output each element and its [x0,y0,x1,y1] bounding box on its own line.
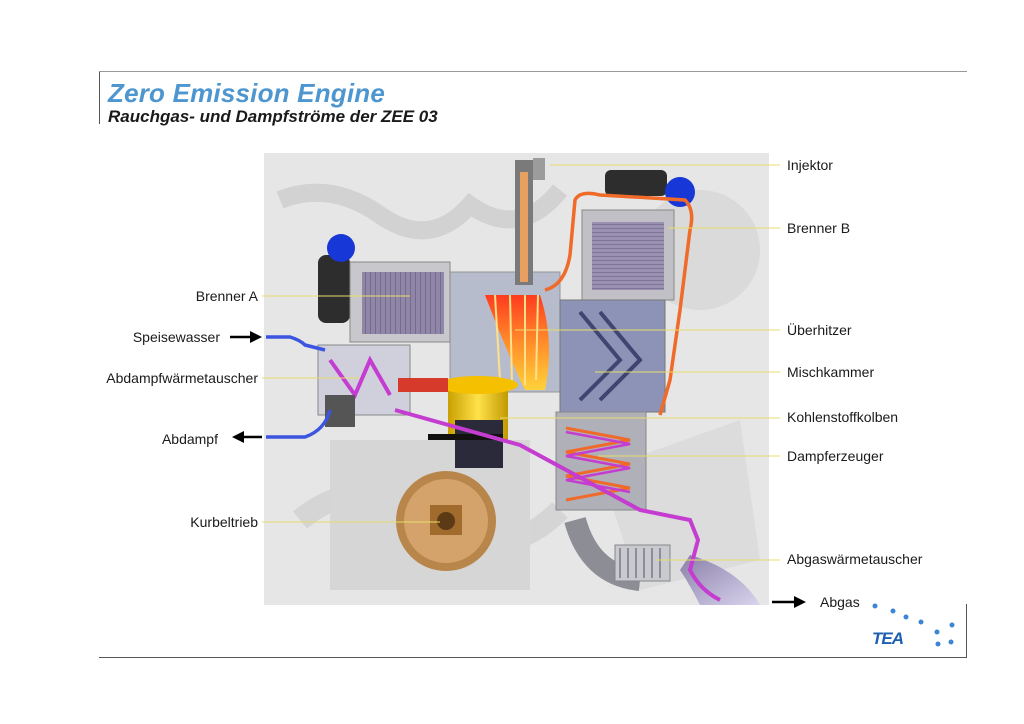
label-ueberhitzer: Überhitzer [787,322,852,338]
page-subtitle: Rauchgas- und Dampfströme der ZEE 03 [108,107,438,126]
label-mischkammer: Mischkammer [787,364,875,380]
frame-line-right [966,604,967,658]
label-abgas: Abgas [820,594,860,610]
arrow-abgas [772,596,806,608]
label-abgaswaermetauscher: Abgaswärmetauscher [787,551,923,567]
arrow-abdampf [232,431,262,443]
label-brenner-a: Brenner A [195,288,258,304]
exhaust-heat-exchanger [564,516,760,605]
tea-logo: TEA [872,629,904,648]
label-injektor: Injektor [787,157,833,173]
mixing-chamber [559,299,666,413]
crank-drive [396,471,496,571]
frame-line-bottom [99,657,967,658]
steam-flow-line [544,191,694,416]
logo-dots [872,603,955,647]
label-abdampfwaermetauscher: Abdampfwärmetauscher [106,370,258,386]
page-title: Zero Emission Engine [108,78,386,108]
frame-line-left [99,72,100,124]
label-kurbeltrieb: Kurbeltrieb [190,514,258,530]
label-speisewasser: Speisewasser [132,329,220,345]
label-kohlenstoffkolben: Kohlenstoffkolben [787,409,899,425]
label-abdampf: Abdampf [161,431,218,447]
label-dampferzeuger: Dampferzeuger [787,448,884,464]
exhaust-flow-line [394,408,721,602]
exhaust-steam-flow-line [266,409,332,439]
arrow-speisewasser [230,331,262,343]
combustion-chamber [449,158,561,393]
frame-line-top [99,71,967,72]
burner-a [318,234,451,343]
steam-generator [555,411,647,511]
feedwater-flow-line [266,335,326,352]
label-brenner-b: Brenner B [787,220,851,236]
